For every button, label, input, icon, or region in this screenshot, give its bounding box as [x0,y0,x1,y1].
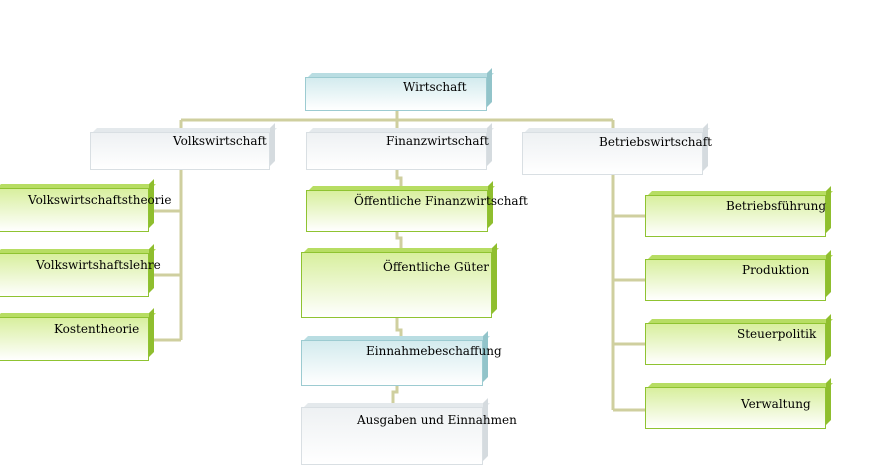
node-betriebsfuehrung: Betriebsführung [645,186,833,237]
node-oeffentliche-gueter: Öffentliche Güter [301,243,499,318]
node-volkswirtschaft: Volkswirtschaft [90,123,277,170]
node-produktion: Produktion [645,250,833,301]
node-betriebswirtschaft-label: Betriebswirtschaft [599,135,712,149]
node-oeffentliche-gueter-label: Öffentliche Güter [383,260,490,274]
connector-fin-1 [395,170,403,188]
node-steuerpolitik: Steuerpolitik [645,314,833,365]
node-volkswirtschaft-label: Volkswirtschaft [173,134,267,148]
node-einnahmebeschaffung: Einnahmebeschaffung [301,331,502,386]
connector-fin-4 [391,386,399,405]
node-steuerpolitik-label: Steuerpolitik [737,327,817,341]
node-produktion-label: Produktion [742,263,810,277]
node-betriebswirtschaft: Betriebswirtschaft [522,123,712,175]
node-oeffentliche-finanzwirtschaft-label: Öffentliche Finanzwirtschaft [354,194,528,208]
node-ausgaben-und-einnahmen: Ausgaben und Einnahmen [301,398,517,465]
node-verwaltung-label: Verwaltung [741,397,811,411]
node-betriebsfuehrung-label: Betriebsführung [726,199,827,213]
node-oeffentliche-finanzwirtschaft: Öffentliche Finanzwirtschaft [306,181,528,232]
node-volkswirtschaftstheorie-label: Volkswirtschaftstheorie [28,193,172,207]
connector-fin-2 [395,232,403,250]
node-volkswirtshaftslehre: Volkswirtshaftslehre [0,244,161,297]
node-volkswirtshaftslehre-label: Volkswirtshaftslehre [36,258,161,272]
node-volkswirtschaftstheorie: Volkswirtschaftstheorie [0,179,171,232]
node-wirtschaft-label: Wirtschaft [403,80,467,94]
node-kostentheorie: Kostentheorie [0,308,156,361]
node-verwaltung: Verwaltung [645,378,833,429]
node-einnahmebeschaffung-label: Einnahmebeschaffung [366,344,502,358]
node-finanzwirtschaft: Finanzwirtschaft [306,123,494,170]
node-ausgaben-und-einnahmen-label: Ausgaben und Einnahmen [357,413,517,427]
node-finanzwirtschaft-label: Finanzwirtschaft [386,134,489,148]
node-kostentheorie-label: Kostentheorie [54,322,140,336]
connector-fin-3 [395,318,403,338]
node-wirtschaft: Wirtschaft [305,68,494,111]
